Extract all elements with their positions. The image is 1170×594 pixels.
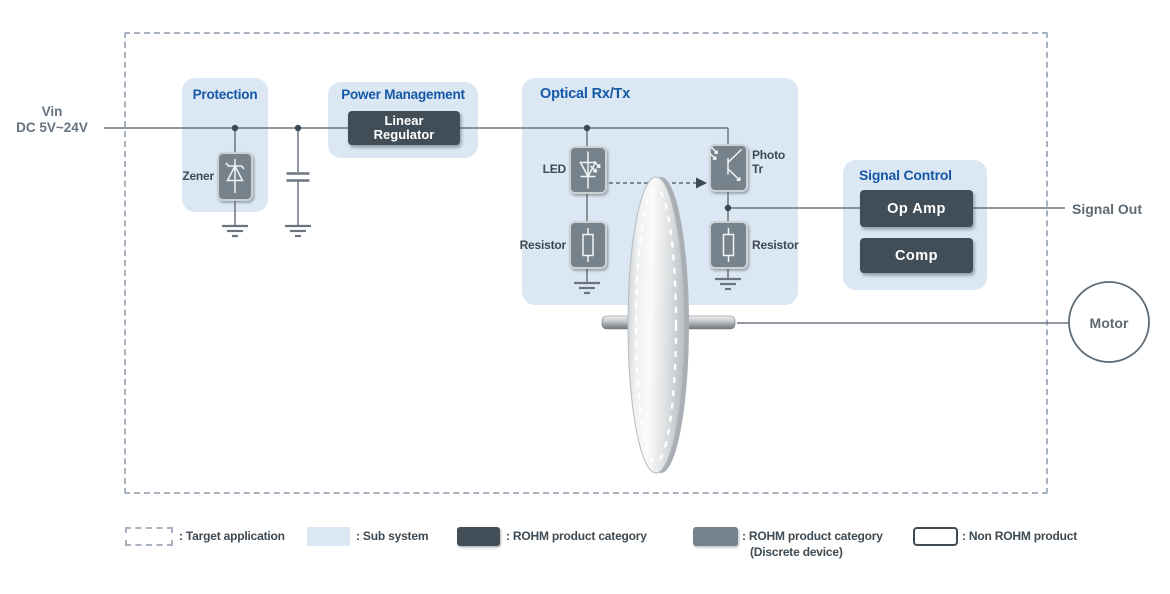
- photo-tr-label: Photo Tr: [752, 148, 785, 176]
- ground-icon: [574, 281, 600, 295]
- legend-rohm-swatch: [457, 527, 500, 546]
- vin-range: DC 5V~24V: [16, 120, 88, 135]
- led-component[interactable]: [569, 146, 607, 194]
- rx-resistor-label: Resistor: [752, 238, 799, 252]
- comparator-box[interactable]: Comp: [860, 238, 973, 273]
- op-amp-box[interactable]: Op Amp: [860, 190, 973, 227]
- zener-label: Zener: [182, 169, 214, 183]
- legend-target-swatch: [125, 527, 173, 546]
- legend-discrete-label-2: (Discrete device): [750, 545, 843, 559]
- power-management-title: Power Management: [341, 87, 465, 102]
- led-label: LED: [542, 162, 567, 176]
- legend-rohm-label: : ROHM product category: [506, 529, 647, 543]
- protection-title: Protection: [192, 87, 258, 102]
- ground-icon: [285, 224, 311, 238]
- led-diode-icon: [579, 151, 601, 189]
- resistor-icon: [722, 228, 735, 262]
- vin-name: Vin: [41, 104, 63, 119]
- zener-component[interactable]: [217, 152, 253, 201]
- tx-resistor-label: Resistor: [519, 238, 567, 252]
- legend-non-rohm-swatch: [913, 527, 958, 546]
- photo-transistor-icon: [709, 146, 743, 182]
- ground-icon: [715, 277, 741, 291]
- encoder-slots: [634, 186, 678, 464]
- photo-transistor-component[interactable]: [709, 144, 748, 192]
- junction-dots: [231, 124, 732, 212]
- legend-subsystem-label: : Sub system: [356, 529, 429, 543]
- zener-diode-icon: [225, 159, 245, 193]
- ground-symbols: [222, 224, 741, 295]
- capacitor-symbol: [286, 172, 310, 182]
- legend-target-label: : Target application: [179, 529, 285, 543]
- optical-rx-tx-title: Optical Rx/Tx: [540, 86, 631, 102]
- signal-out-label: Signal Out: [1072, 201, 1142, 217]
- linear-regulator-box[interactable]: Linear Regulator: [348, 111, 460, 145]
- resistor-icon: [582, 228, 594, 262]
- legend-discrete-swatch: [693, 527, 738, 546]
- ground-icon: [222, 224, 248, 238]
- tx-resistor-component[interactable]: [569, 221, 607, 269]
- legend-discrete-label: : ROHM product category: [742, 529, 883, 543]
- signal-control-title: Signal Control: [859, 167, 952, 183]
- target-application-border: [124, 32, 1048, 494]
- rx-resistor-component[interactable]: [709, 221, 748, 269]
- legend-subsystem-swatch: [307, 527, 350, 546]
- legend-non-rohm-label: : Non ROHM product: [962, 529, 1078, 543]
- motor-label: Motor: [1089, 315, 1129, 331]
- encoder-disk: [627, 176, 689, 474]
- vin-label: Vin DC 5V~24V: [0, 104, 104, 136]
- motor-circle: [1068, 281, 1150, 363]
